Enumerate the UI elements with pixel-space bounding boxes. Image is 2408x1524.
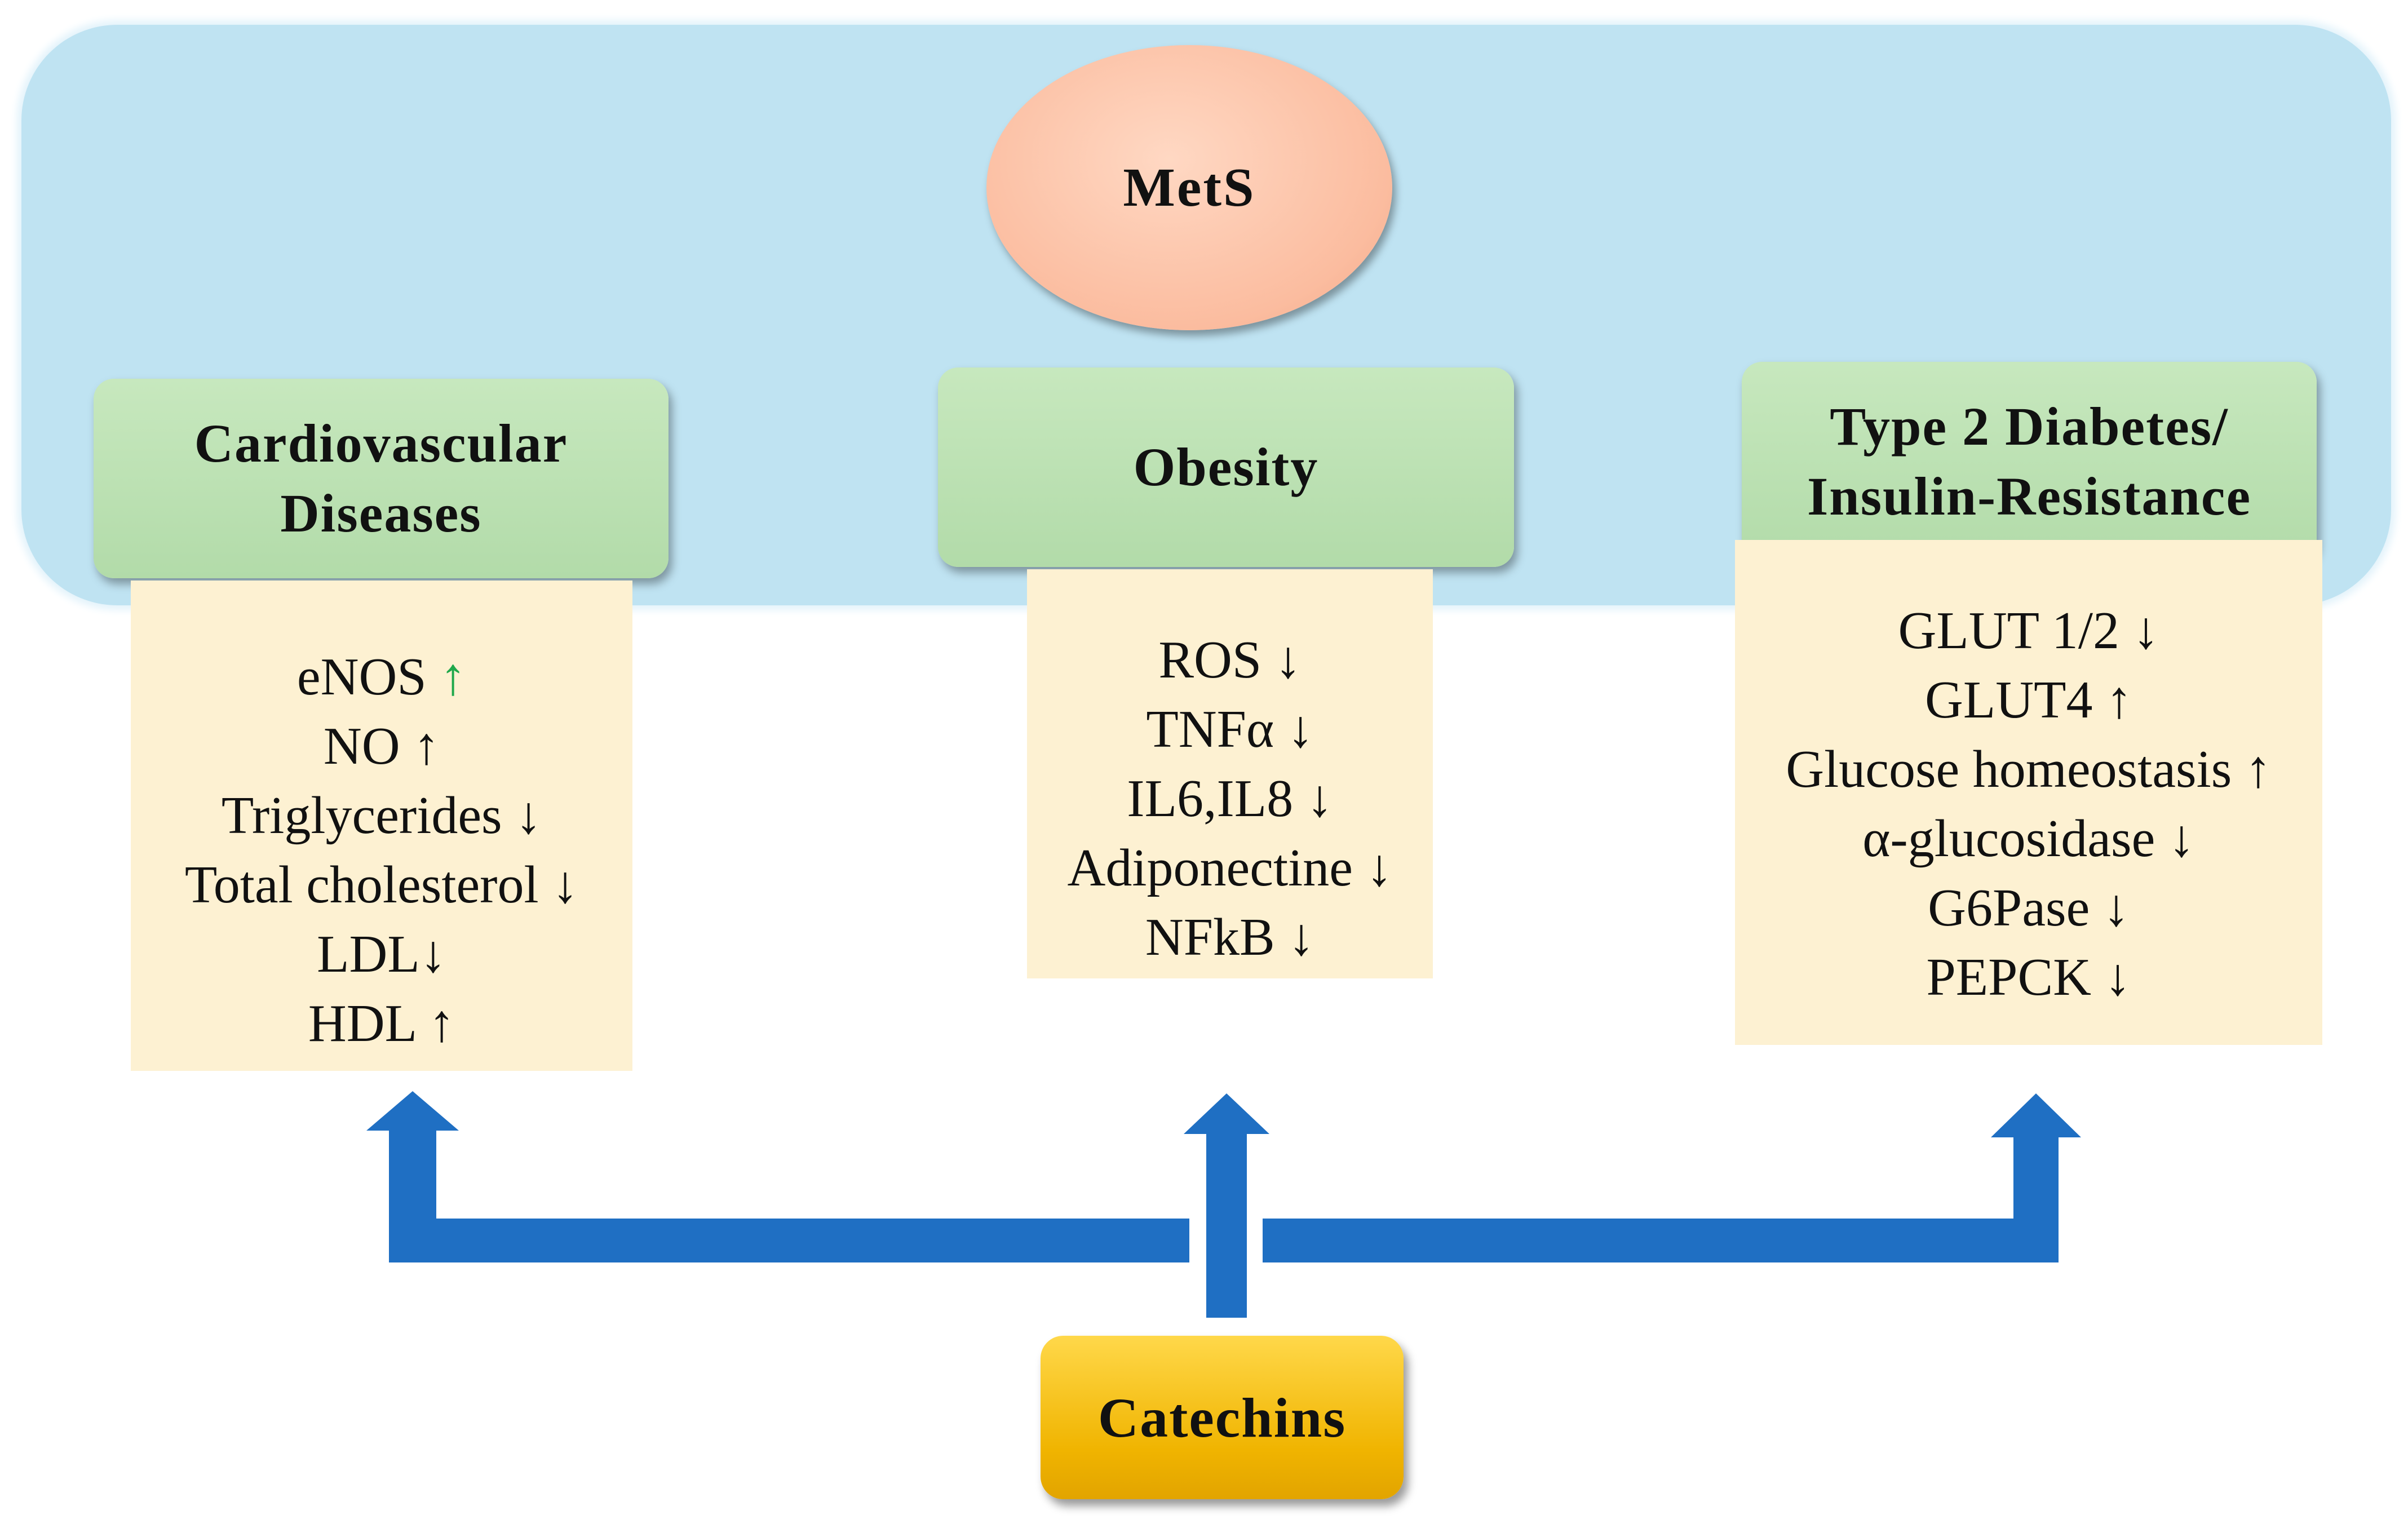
list-item: ROS ↓ bbox=[1158, 631, 1302, 689]
list-item: GLUT4 ↑ bbox=[1924, 671, 2133, 729]
cardiovascular-header: Cardiovascular Diseases bbox=[94, 379, 669, 578]
up-arrow-icon: ↑ bbox=[440, 648, 467, 706]
center-arrow bbox=[1184, 1093, 1269, 1318]
mets-label: MetS bbox=[1123, 157, 1256, 218]
list-item: Glucose homeostasis ↑ bbox=[1786, 740, 2272, 799]
obesity-effects-list: ROS ↓ TNFα ↓ IL6,IL8 ↓ Adiponectine ↓ NF… bbox=[1027, 569, 1433, 978]
left-branch-arrow bbox=[366, 1091, 1189, 1262]
diabetes-effects-list: GLUT 1/2 ↓ GLUT4 ↑ Glucose homeostasis ↑… bbox=[1735, 540, 2322, 1045]
cardiovascular-effects-list: eNOS ↑ NO ↑ Triglycerides ↓ Total choles… bbox=[131, 581, 632, 1071]
list-item: α-glucosidase ↓ bbox=[1862, 809, 2195, 868]
diabetes-header: Type 2 Diabetes/ Insulin-Resistance bbox=[1742, 362, 2317, 561]
list-item: PEPCK ↓ bbox=[1926, 948, 2131, 1007]
list-item: GLUT 1/2 ↓ bbox=[1898, 601, 2159, 660]
cardiovascular-title-line-1: Cardiovascular bbox=[194, 413, 568, 473]
diabetes-title-line-1: Type 2 Diabetes/ bbox=[1830, 396, 2229, 457]
catechins-node: Catechins bbox=[1041, 1336, 1404, 1499]
list-item: IL6,IL8 ↓ bbox=[1127, 769, 1333, 828]
list-item: NO ↑ bbox=[323, 717, 440, 776]
list-item: Adiponectine ↓ bbox=[1067, 839, 1393, 897]
list-item: TNFα ↓ bbox=[1146, 700, 1314, 759]
catechins-label: Catechins bbox=[1097, 1386, 1347, 1449]
list-item: G6Pase ↓ bbox=[1928, 879, 2130, 937]
list-item: eNOS ↑ bbox=[296, 648, 467, 706]
obesity-header: Obesity bbox=[938, 367, 1514, 567]
cardiovascular-title-line-2: Diseases bbox=[280, 483, 482, 543]
mets-node: MetS bbox=[986, 45, 1392, 330]
list-item: NFkB ↓ bbox=[1145, 908, 1315, 967]
diabetes-title-line-2: Insulin-Resistance bbox=[1807, 466, 2252, 526]
list-item: LDL↓ bbox=[317, 925, 446, 983]
list-item: Total cholesterol ↓ bbox=[184, 856, 579, 914]
list-item: Triglycerides ↓ bbox=[221, 786, 542, 845]
list-item: HDL ↑ bbox=[308, 994, 455, 1053]
right-branch-arrow bbox=[1263, 1093, 2081, 1262]
obesity-title: Obesity bbox=[1133, 437, 1319, 497]
